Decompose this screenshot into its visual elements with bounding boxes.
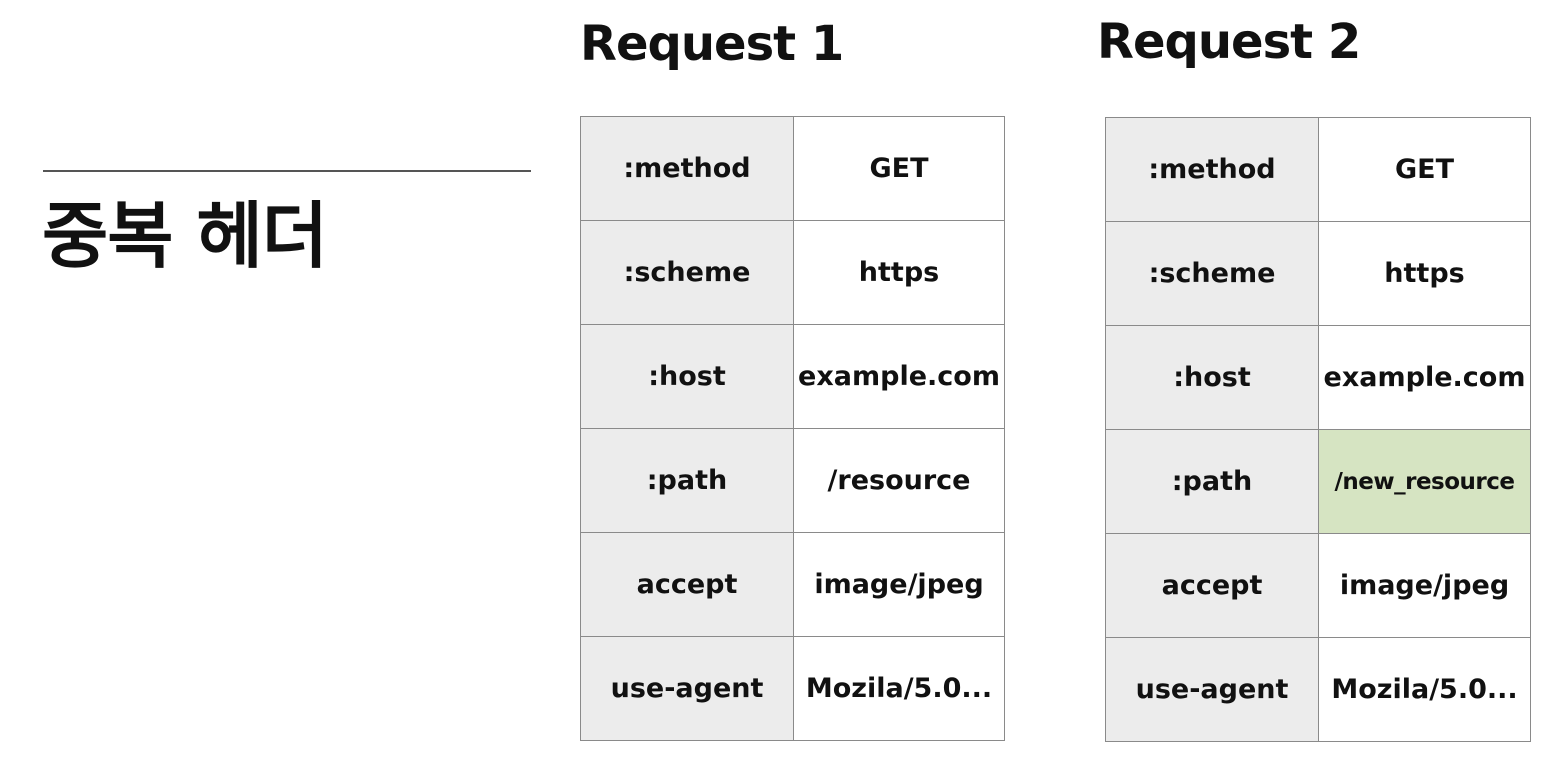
header-value: Mozila/5.0...: [793, 636, 1005, 741]
header-value: GET: [1318, 117, 1531, 222]
header-row-path: :path /new_resource: [1105, 429, 1531, 534]
header-key: :host: [1105, 325, 1319, 430]
header-row-accept: accept image/jpeg: [1105, 533, 1531, 638]
header-row-method: :method GET: [580, 116, 1005, 221]
section-divider: [43, 170, 531, 172]
header-key: :scheme: [1105, 221, 1319, 326]
header-row-scheme: :scheme https: [1105, 221, 1531, 326]
header-value: /resource: [793, 428, 1005, 533]
header-key: use-agent: [580, 636, 794, 741]
changed-header-value: /new_resource: [1318, 429, 1531, 534]
header-row-method: :method GET: [1105, 117, 1531, 222]
request-1-header-table: :method GET :scheme https :host example.…: [580, 116, 1005, 741]
header-row-user-agent: use-agent Mozila/5.0...: [1105, 637, 1531, 742]
header-row-accept: accept image/jpeg: [580, 532, 1005, 637]
header-row-user-agent: use-agent Mozila/5.0...: [580, 636, 1005, 741]
header-row-scheme: :scheme https: [580, 220, 1005, 325]
header-key: :scheme: [580, 220, 794, 325]
header-row-host: :host example.com: [1105, 325, 1531, 430]
request-2-header-table: :method GET :scheme https :host example.…: [1105, 117, 1531, 742]
header-value: image/jpeg: [1318, 533, 1531, 638]
header-value: example.com: [793, 324, 1005, 429]
header-key: :host: [580, 324, 794, 429]
header-key: :method: [1105, 117, 1319, 222]
header-key: :path: [580, 428, 794, 533]
header-key: accept: [580, 532, 794, 637]
header-key: :method: [580, 116, 794, 221]
header-value: Mozila/5.0...: [1318, 637, 1531, 742]
header-value: image/jpeg: [793, 532, 1005, 637]
header-key: accept: [1105, 533, 1319, 638]
header-row-host: :host example.com: [580, 324, 1005, 429]
header-value: example.com: [1318, 325, 1531, 430]
header-value: https: [793, 220, 1005, 325]
header-key: use-agent: [1105, 637, 1319, 742]
header-value: GET: [793, 116, 1005, 221]
request-1-title: Request 1: [580, 16, 844, 72]
slide-title: 중복 헤더: [42, 194, 328, 278]
header-value: https: [1318, 221, 1531, 326]
request-2-title: Request 2: [1097, 14, 1361, 70]
header-key: :path: [1105, 429, 1319, 534]
header-row-path: :path /resource: [580, 428, 1005, 533]
